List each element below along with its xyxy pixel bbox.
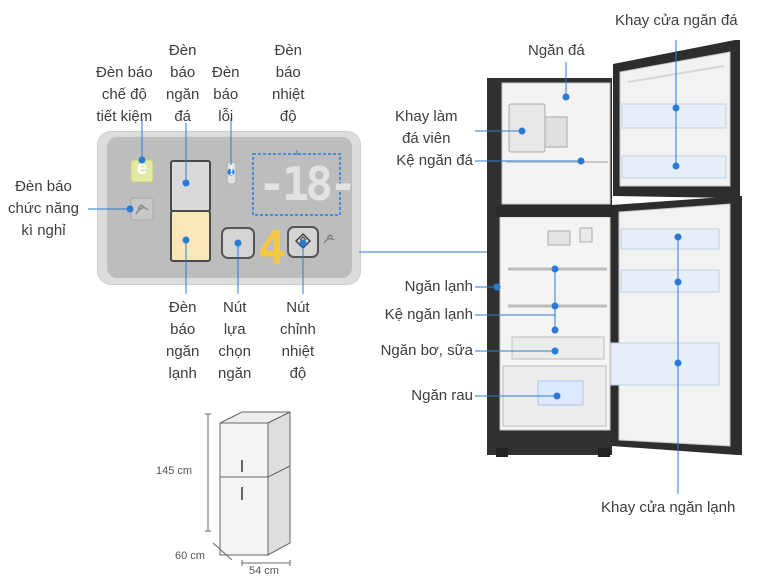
temp-button-label: Nút chỉnh nhiệt độ <box>280 299 316 382</box>
freezer-indicator-light <box>170 160 211 212</box>
temp-display-highlight <box>252 153 341 216</box>
ice-tray <box>508 103 546 153</box>
error-light-label: Đèn báo lỗi <box>212 64 240 125</box>
fridge-shelf-label: Kệ ngăn lạnh <box>384 306 473 323</box>
error-icon-glyph: ! <box>229 162 234 179</box>
width-dimension-label: 54 cm <box>249 565 279 577</box>
holiday-light-label: Đèn báo chức năng kì nghỉ <box>8 178 79 239</box>
freezer-light-label: Đèn báo ngăn đá <box>166 42 200 125</box>
freezer-shelf-label: Kệ ngăn đá <box>396 152 473 169</box>
fridge-light-label: Đèn báo ngăn lạnh <box>166 299 200 382</box>
depth-dimension-label: 60 cm <box>175 550 205 562</box>
vegetable-drawer-label: Ngăn rau <box>411 387 473 404</box>
height-dimension-label: 145 cm <box>156 465 193 477</box>
ice-tray-label: Khay làm đá viên <box>395 108 458 147</box>
freezer-label: Ngăn đá <box>528 42 585 59</box>
select-button-label: Nút lựa chọn ngăn <box>218 299 252 382</box>
fridge-leader-dots <box>493 93 682 400</box>
freezer-door-tray-label: Khay cửa ngăn đá <box>615 12 738 29</box>
panel-leader-dots <box>126 156 307 247</box>
fridge-door-tray-label: Khay cửa ngăn lạnh <box>601 499 736 516</box>
temperature-display: -18-4 <box>258 152 357 275</box>
butter-milk-label: Ngăn bơ, sữa <box>380 342 473 359</box>
temp-light-label: Đèn báo nhiệt độ <box>272 42 305 125</box>
temperature-display-digits: -18-4 <box>258 157 357 275</box>
butter-milk-compartment <box>511 336 605 360</box>
holiday-small-icon <box>323 234 335 244</box>
holiday-icon <box>130 197 154 221</box>
fridge-indicator-light <box>170 210 211 262</box>
fridge-door-tray-1 <box>620 228 720 250</box>
fridge-leader-lines <box>475 40 679 494</box>
dimension-sketch <box>205 411 291 566</box>
fridge-label: Ngăn lạnh <box>404 278 473 295</box>
eco-icon-letter: e <box>136 158 148 179</box>
eco-light-label: Đèn báo chế độ tiết kiệm <box>96 64 153 125</box>
fridge-door-tray-3 <box>610 342 720 386</box>
fridge-door-tray-2 <box>620 269 720 293</box>
